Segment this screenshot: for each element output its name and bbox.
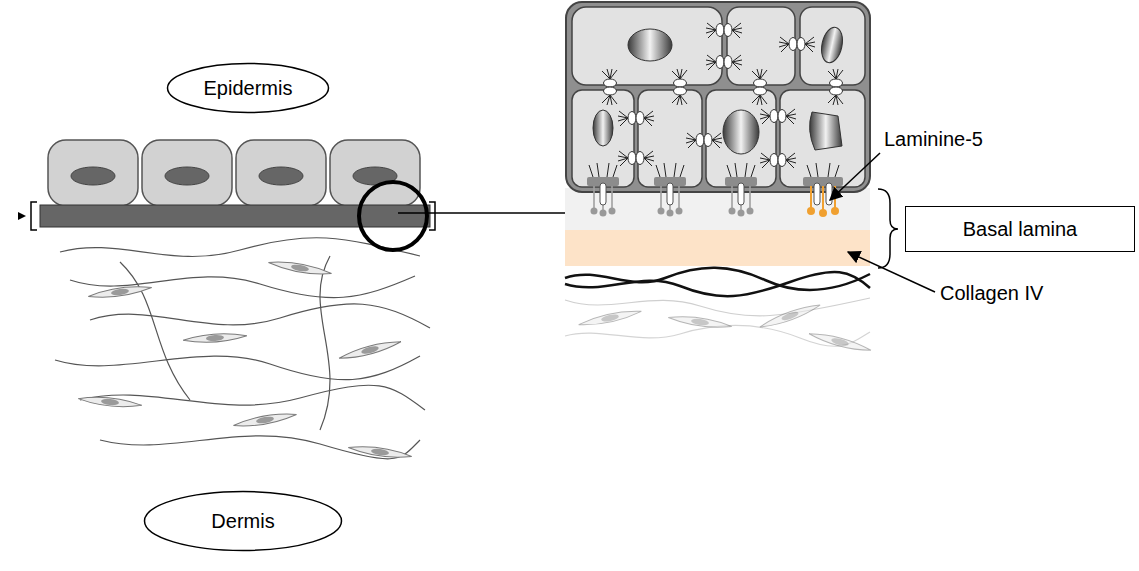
- cell: [142, 140, 232, 206]
- nucleus: [628, 29, 672, 61]
- cell: [330, 140, 420, 206]
- fiber: [565, 268, 870, 290]
- fiber: [565, 272, 870, 296]
- node-text: Basal lamina: [963, 218, 1078, 241]
- cell: [572, 7, 722, 85]
- nucleus: [71, 167, 115, 185]
- dermis-detail: [565, 268, 872, 354]
- desmosome: [760, 109, 796, 124]
- nucleus: [818, 25, 845, 64]
- dermis-fibers: [55, 238, 430, 459]
- desmosome: [618, 151, 654, 166]
- hemidesmosomes: [587, 163, 843, 217]
- desmosome: [828, 69, 843, 105]
- fiber: [90, 304, 430, 328]
- fibroblast: [233, 411, 297, 430]
- bracket: [429, 202, 435, 230]
- leader-arrow: [830, 153, 880, 200]
- fibroblast: [668, 314, 732, 331]
- desmosome: [686, 133, 722, 148]
- hemidesmosome: [654, 163, 686, 217]
- epidermis-cells: [566, 2, 870, 192]
- fibroblasts: [78, 259, 412, 461]
- nucleus: [810, 112, 842, 150]
- desmosome: [602, 69, 617, 105]
- cell: [572, 90, 634, 187]
- fibroblast: [759, 301, 822, 330]
- basal-lamina-bar: [40, 205, 430, 227]
- fibroblast: [348, 444, 412, 461]
- hemidesmosome: [725, 163, 757, 217]
- laminin-hemidesmosome: [803, 163, 843, 217]
- fibroblast: [578, 307, 642, 328]
- zoom-circle: [359, 182, 427, 250]
- ellipse-shape: [145, 492, 342, 551]
- leader-arrow: [848, 252, 935, 292]
- fibroblast: [88, 284, 152, 301]
- desmosome: [672, 69, 687, 105]
- fibroblast: [268, 259, 332, 278]
- fiber: [120, 262, 190, 400]
- cell: [780, 90, 865, 187]
- label-box: Basal lamina: [905, 206, 1135, 252]
- callout-label: Collagen IV: [940, 282, 1043, 305]
- desmosome: [706, 23, 742, 38]
- fibroblast: [183, 332, 247, 344]
- callout-label: Laminine-5: [884, 128, 983, 151]
- collagen-iv-layer: [565, 230, 870, 266]
- desmosome: [779, 37, 815, 52]
- bracket-pointer: [18, 212, 26, 220]
- region-ellipse: Dermis: [143, 490, 343, 552]
- node-text: Epidermis: [204, 77, 293, 100]
- cell: [638, 90, 702, 187]
- nucleus: [165, 167, 209, 185]
- nucleus: [723, 110, 759, 154]
- region-ellipse: Epidermis: [166, 62, 330, 114]
- bracket: [31, 202, 37, 230]
- desmosome: [618, 111, 654, 126]
- fibroblast: [338, 338, 402, 362]
- fiber: [55, 356, 420, 380]
- desmosome: [760, 153, 796, 168]
- fiber: [565, 298, 870, 316]
- desmosomes: [602, 23, 843, 168]
- desmosome: [706, 55, 742, 70]
- fiber: [60, 238, 420, 257]
- zoom-arrow: [398, 212, 588, 214]
- cell: [48, 140, 138, 206]
- fiber: [320, 256, 330, 430]
- ellipse-shape: [168, 64, 329, 113]
- tissue-outline: [566, 2, 870, 192]
- node-text: Dermis: [211, 510, 274, 533]
- desmosome: [752, 69, 767, 105]
- nucleus: [593, 110, 613, 146]
- nucleus: [259, 167, 303, 185]
- cell: [800, 7, 865, 85]
- hemidesmosome: [587, 163, 619, 217]
- fibroblast: [808, 330, 872, 354]
- fibroblast: [78, 395, 142, 410]
- cell: [706, 90, 776, 187]
- cell: [236, 140, 326, 206]
- brace: [878, 189, 898, 268]
